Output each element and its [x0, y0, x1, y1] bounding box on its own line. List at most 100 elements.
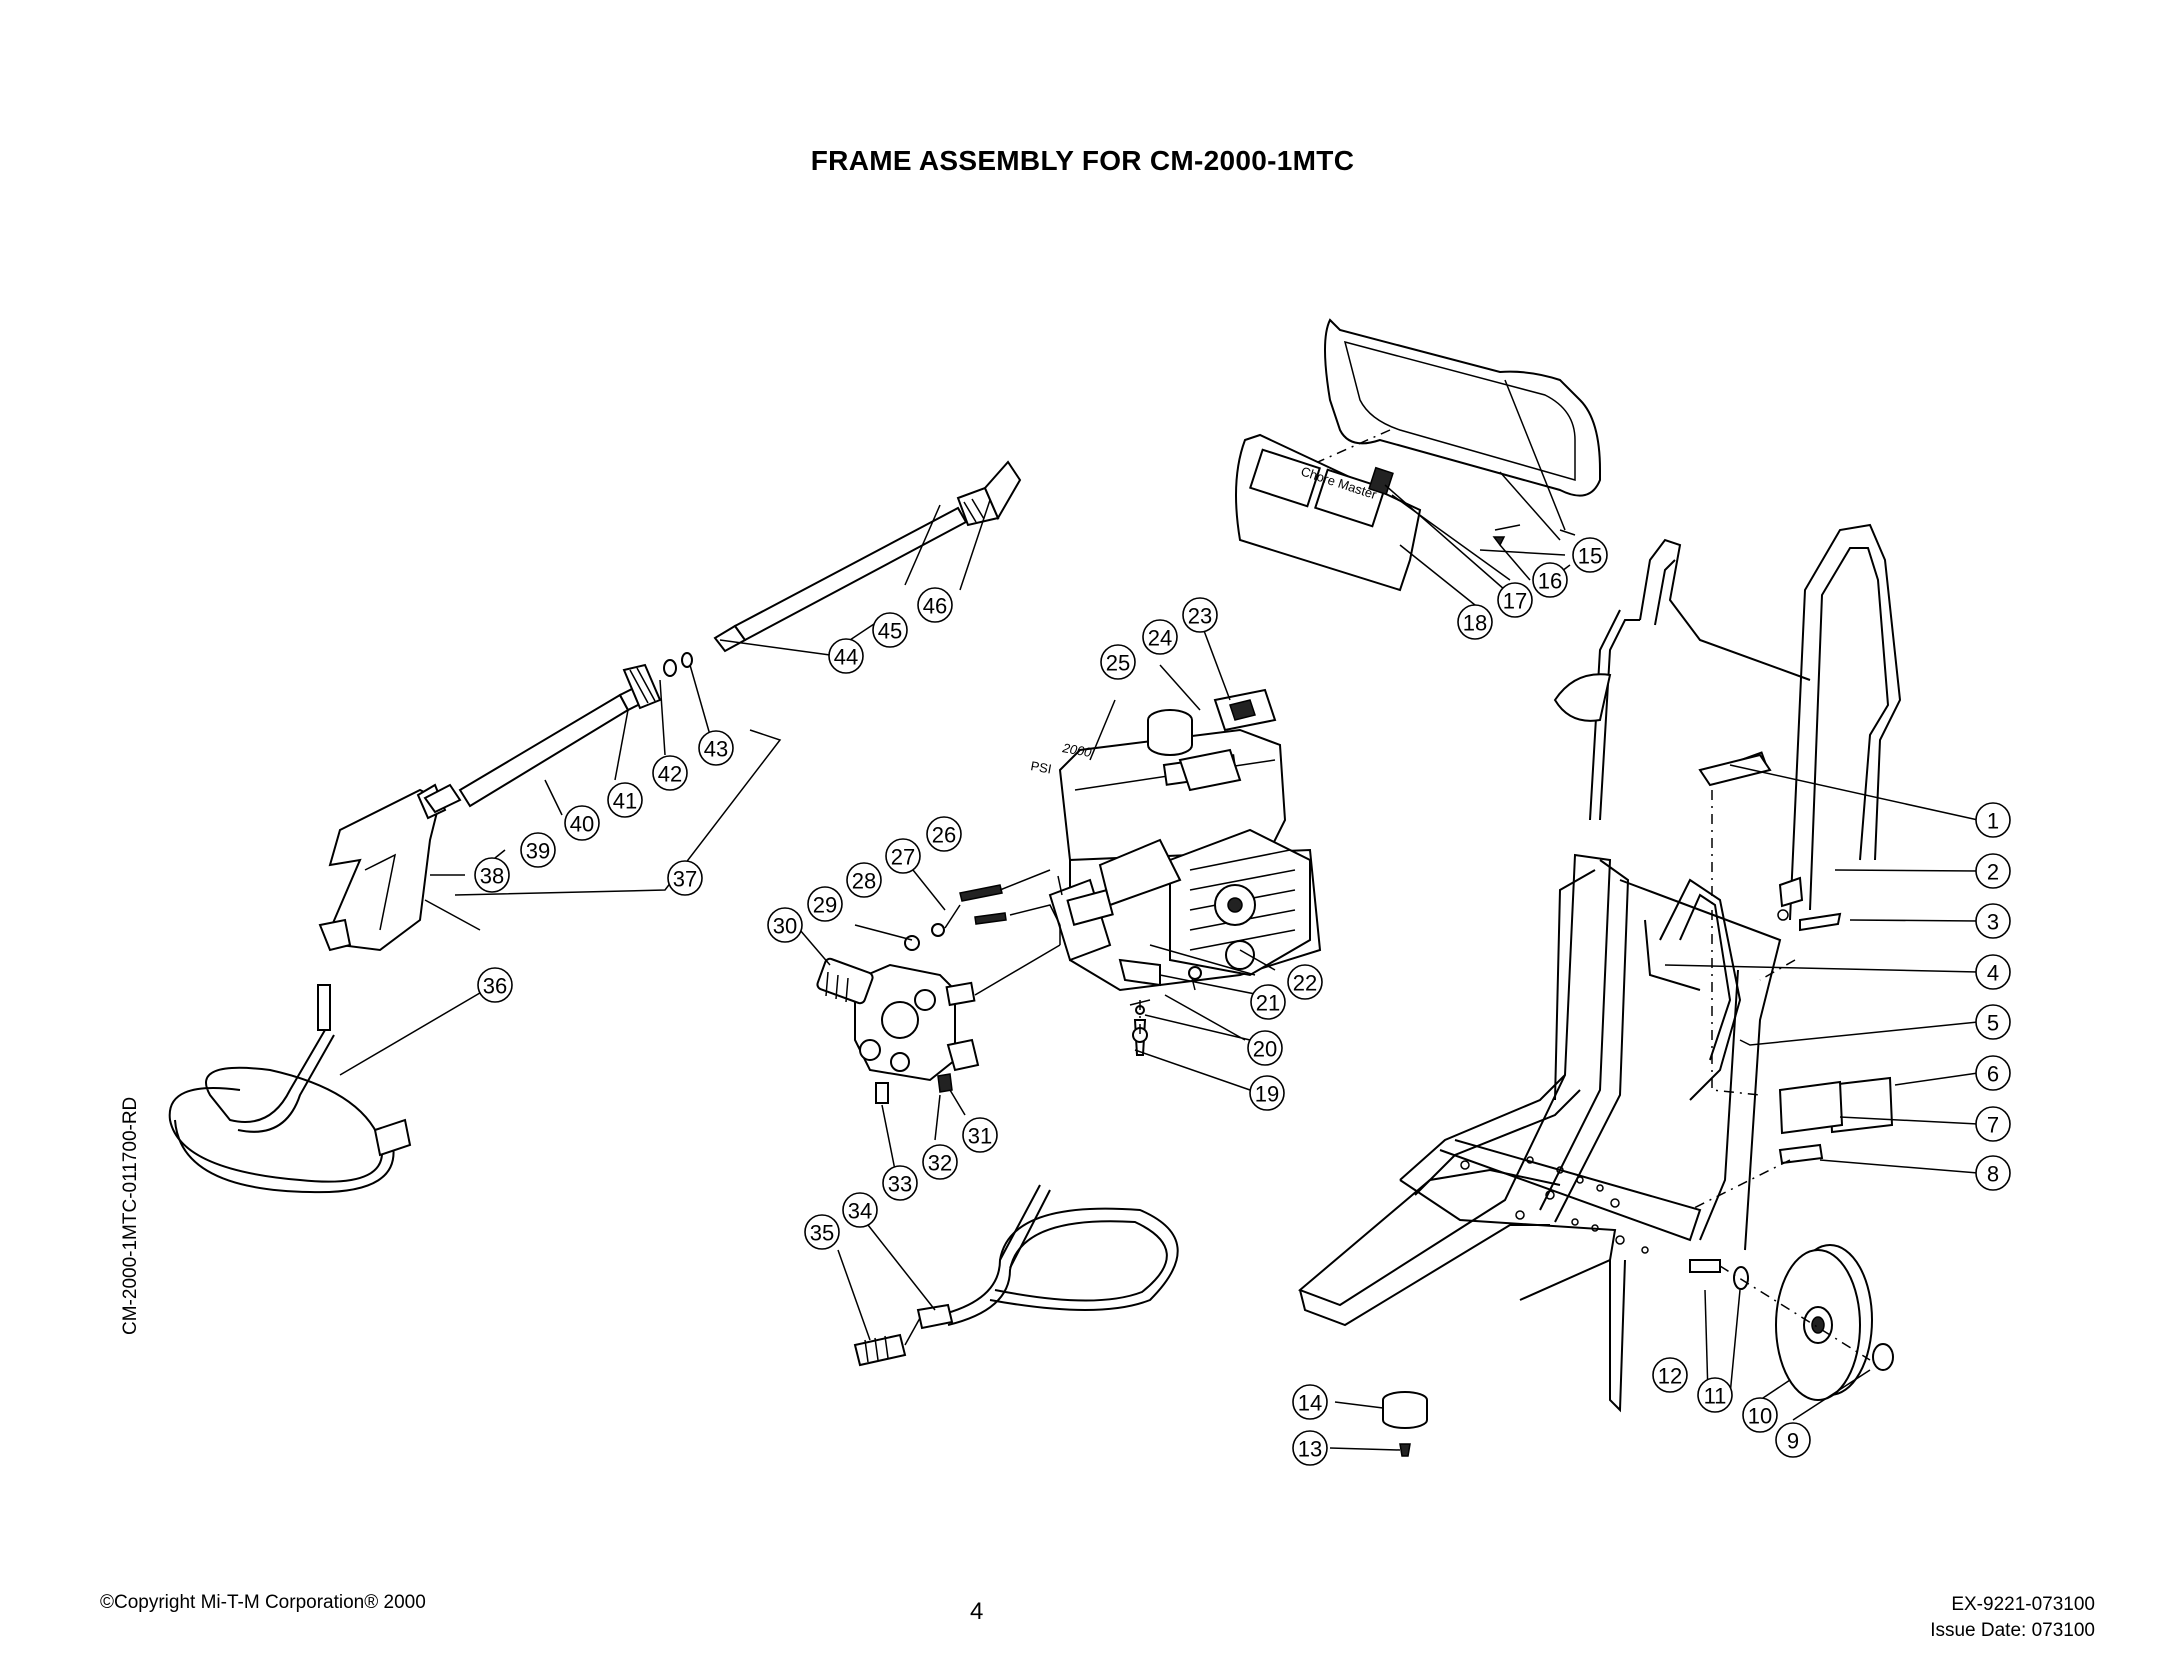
spray-gun [318, 783, 447, 952]
callout-23: 23 [1182, 597, 1218, 633]
footer-doc-info: EX-9221-073100 Issue Date: 073100 [1930, 1592, 2095, 1644]
callout-number: 33 [888, 1172, 912, 1197]
callout-circle [885, 838, 921, 874]
callout-39: 39 [520, 832, 556, 868]
callout-number: 26 [932, 823, 956, 848]
footer-page-number: 4 [970, 1598, 984, 1625]
callout-circle [1292, 1430, 1328, 1466]
callout-circle [917, 587, 953, 623]
callout-11: 11 [1697, 1377, 1733, 1413]
callout-number: 31 [968, 1124, 992, 1149]
callout-circle [882, 1165, 918, 1201]
callout-circle [1572, 537, 1608, 573]
callout-circle [1249, 1075, 1285, 1111]
callout-circle [1142, 619, 1178, 655]
callout-circle [1975, 802, 2011, 838]
callout-number: 37 [673, 867, 697, 892]
callout-circle [1742, 1397, 1778, 1433]
lance-lower [423, 652, 693, 814]
callout-circle [520, 832, 556, 868]
pump-fittings [904, 869, 1061, 951]
callout-44: 44 [828, 638, 864, 674]
callout-number: 25 [1106, 651, 1130, 676]
callout-circle [872, 612, 908, 648]
callout-circle [1652, 1357, 1688, 1393]
wheel-assembly [1689, 1244, 1894, 1401]
callout-circle [564, 805, 600, 841]
callout-circle [1975, 954, 2011, 990]
callout-circle [607, 782, 643, 818]
callout-number: 17 [1503, 589, 1527, 614]
callout-number: 4 [1987, 961, 1999, 986]
callout-15: 15 [1572, 537, 1608, 573]
callout-17: 17 [1497, 582, 1533, 618]
callout-circle [1247, 1030, 1283, 1066]
callout-38: 38 [474, 857, 510, 893]
callout-circle [1182, 597, 1218, 633]
callout-circle [807, 886, 843, 922]
callout-number: 27 [891, 845, 915, 870]
callout-number: 20 [1253, 1037, 1277, 1062]
callout-number: 11 [1704, 1384, 1727, 1409]
callout-8: 8 [1975, 1155, 2011, 1191]
callout-number: 46 [923, 594, 947, 619]
callout-29: 29 [807, 886, 843, 922]
callout-circle [1975, 1004, 2011, 1040]
callout-number: 38 [480, 864, 504, 889]
callout-number: 43 [704, 737, 728, 762]
callout-number: 22 [1293, 971, 1317, 996]
callout-number: 19 [1255, 1082, 1279, 1107]
callout-number: 45 [878, 619, 902, 644]
callout-number: 40 [570, 812, 594, 837]
detergent-hose [853, 1184, 1179, 1367]
callout-19: 19 [1249, 1075, 1285, 1111]
callout-circle [1497, 582, 1533, 618]
callout-circle [1775, 1422, 1811, 1458]
callout-45: 45 [872, 612, 908, 648]
callout-circle [477, 967, 513, 1003]
lance-upper [713, 460, 1022, 653]
leader-lines [339, 379, 1871, 1451]
callout-number: 10 [1748, 1404, 1772, 1429]
callout-bubbles: 1234567891011121314151617181920212223242… [474, 537, 2011, 1466]
callout-circle [828, 638, 864, 674]
callout-46: 46 [917, 587, 953, 623]
callout-number: 23 [1188, 604, 1212, 629]
callout-circle [804, 1214, 840, 1250]
callout-circle [698, 730, 734, 766]
callout-10: 10 [1742, 1397, 1778, 1433]
callout-31: 31 [962, 1117, 998, 1153]
callout-circle [1457, 604, 1493, 640]
callout-21: 21 [1250, 984, 1286, 1020]
callout-number: 7 [1987, 1113, 1999, 1138]
callout-13: 13 [1292, 1430, 1328, 1466]
engine-shroud [1299, 318, 1601, 497]
callout-circle [667, 860, 703, 896]
callout-6: 6 [1975, 1055, 2011, 1091]
callout-35: 35 [804, 1214, 840, 1250]
callout-number: 21 [1256, 991, 1280, 1016]
callout-41: 41 [607, 782, 643, 818]
page-title: FRAME ASSEMBLY FOR CM-2000-1MTC [810, 145, 1355, 176]
callout-number: 8 [1987, 1162, 1999, 1187]
callout-24: 24 [1142, 619, 1178, 655]
callout-number: 5 [1987, 1011, 1999, 1036]
callout-18: 18 [1457, 604, 1493, 640]
callout-number: 2 [1987, 860, 1999, 885]
callout-circle [1975, 853, 2011, 889]
callout-number: 32 [928, 1151, 952, 1176]
callout-5: 5 [1975, 1004, 2011, 1040]
callout-circle [962, 1117, 998, 1153]
pump-assembly [816, 925, 1061, 1104]
callout-32: 32 [922, 1144, 958, 1180]
callout-1: 1 [1975, 802, 2011, 838]
callout-40: 40 [564, 805, 600, 841]
callout-27: 27 [885, 838, 921, 874]
callout-7: 7 [1975, 1106, 2011, 1142]
callout-number: 14 [1298, 1391, 1322, 1416]
callout-number: 29 [813, 893, 837, 918]
callout-number: 35 [810, 1221, 834, 1246]
high-pressure-hose [168, 984, 412, 1194]
callout-34: 34 [842, 1192, 878, 1228]
callout-number: 34 [848, 1199, 872, 1224]
